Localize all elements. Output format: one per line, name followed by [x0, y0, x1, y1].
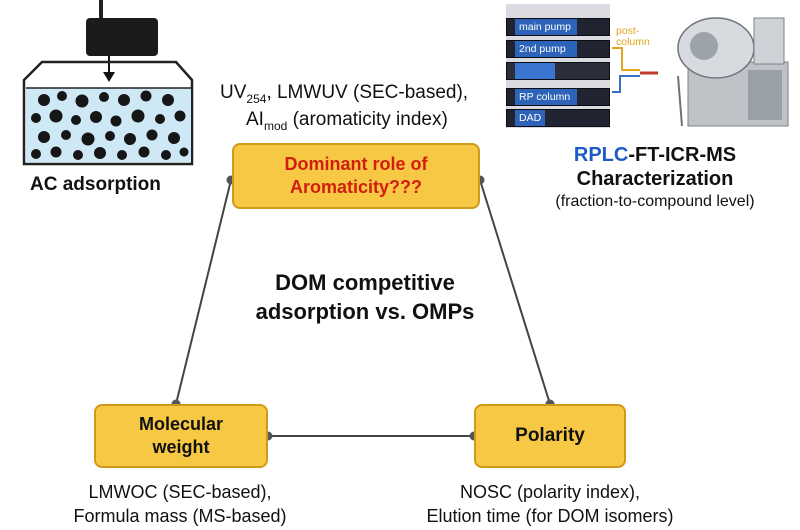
ft-icr-ms-icon [677, 17, 789, 127]
ms-magnet-core [690, 32, 718, 60]
molecular-weight-node: Molecular weight [94, 404, 268, 468]
flow-lines [612, 47, 658, 93]
ac-adsorption-label: AC adsorption [30, 174, 161, 195]
polarity-node: Polarity [474, 404, 626, 468]
center-title-line2: adsorption vs. OMPs [255, 299, 475, 324]
rp-column-module: RP column [506, 88, 610, 106]
instrument-title-line2: Characterization [576, 168, 734, 190]
instrument-title: RPLC-FT-ICR-MS Characterization [520, 143, 790, 191]
main-flow-line [612, 75, 640, 93]
ms-support [677, 75, 683, 127]
connector-aromaticity-molecular-weight [175, 179, 232, 405]
autosampler-module [506, 62, 610, 80]
ft-icr-ms-label: -FT-ICR-MS [628, 144, 737, 166]
aromaticity-index-text: (aromaticity index) [287, 109, 448, 130]
main-pump-module: main pump [506, 18, 610, 36]
molecular-weight-annotation: LMWOC (SEC-based), Formula mass (MS-base… [40, 480, 320, 528]
rplc-label: RPLC [573, 144, 629, 166]
uv-annotation-line: UV254, LMWUV (SEC-based), [220, 82, 468, 106]
aromaticity-node-line2: Aromaticity??? [289, 177, 422, 197]
molecular-weight-node-line2: weight [152, 437, 210, 457]
second-pump-label: 2nd pump [515, 41, 577, 57]
main-pump-label: main pump [515, 19, 577, 35]
lmwuv-text: , LMWUV (SEC-based), [266, 82, 469, 103]
elution-time-text: Elution time (for DOM isomers) [426, 506, 674, 526]
uv-subscript: 254 [246, 91, 267, 106]
uv-text: UV [220, 82, 247, 103]
arrowhead-icon [103, 72, 115, 82]
stirrer-cap-icon [86, 18, 158, 56]
molecular-weight-node-line1: Molecular [138, 414, 224, 434]
nosc-text: NOSC (polarity index), [459, 482, 641, 502]
instrument-title-line1: RPLC-FT-ICR-MS [520, 143, 790, 167]
ai-subscript: mod [263, 118, 288, 133]
ai-annotation-line: AImod (aromaticity index) [246, 109, 448, 133]
flask-icon [22, 60, 194, 166]
center-title-line1: DOM competitive [275, 270, 455, 295]
ms-frame [753, 17, 785, 65]
rplc-ft-icr-ms-instrument: main pump 2nd pump RP column DAD post- c… [500, 0, 800, 132]
formula-mass-text: Formula mass (MS-based) [73, 506, 287, 526]
center-title: DOM competitive adsorption vs. OMPs [215, 268, 515, 326]
second-pump-module: 2nd pump [506, 40, 610, 58]
instrument-subtitle: (fraction-to-compound level) [555, 193, 755, 210]
stirrer-shaft-icon [99, 0, 103, 22]
post-column-line1: post- [616, 25, 640, 37]
hplc-stack: main pump 2nd pump RP column DAD [506, 4, 610, 128]
polarity-annotation: NOSC (polarity index), Elution time (for… [395, 480, 705, 528]
aromaticity-node-line1: Dominant role of [284, 154, 428, 174]
ms-cabinet-panel [748, 70, 782, 120]
polarity-node-label: Polarity [515, 425, 585, 446]
ac-adsorption-illustration [22, 0, 194, 166]
aromaticity-node: Dominant role of Aromaticity??? [232, 143, 480, 209]
rp-column-label: RP column [515, 89, 577, 105]
dad-label: DAD [515, 110, 545, 126]
post-column-label: post- column [616, 26, 650, 48]
activated-carbon-particles-icon [31, 90, 189, 160]
connector-aromaticity-polarity [479, 179, 551, 405]
autosampler-strip [515, 63, 555, 79]
lmwoc-text: LMWOC (SEC-based), [88, 482, 272, 502]
post-column-line2: column [616, 36, 650, 48]
post-column-flow-line [612, 47, 640, 71]
dad-module: DAD [506, 109, 610, 127]
ai-text: AI [246, 109, 264, 130]
